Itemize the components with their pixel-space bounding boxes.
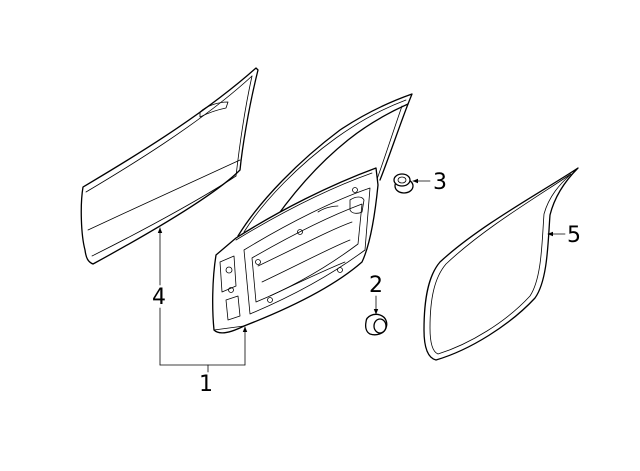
callout-2: 2 xyxy=(369,273,383,298)
door-outer-panel xyxy=(80,67,259,265)
callout-4: 4 xyxy=(152,285,166,310)
stopper-part-2 xyxy=(364,313,388,336)
door-shell xyxy=(212,93,413,334)
callout-5: 5 xyxy=(567,223,581,248)
callout-3: 3 xyxy=(433,170,447,195)
plug-part-3 xyxy=(393,173,414,194)
leader-lines xyxy=(157,178,566,373)
callout-1: 1 xyxy=(199,372,213,397)
weatherstrip-part-5 xyxy=(423,167,579,361)
